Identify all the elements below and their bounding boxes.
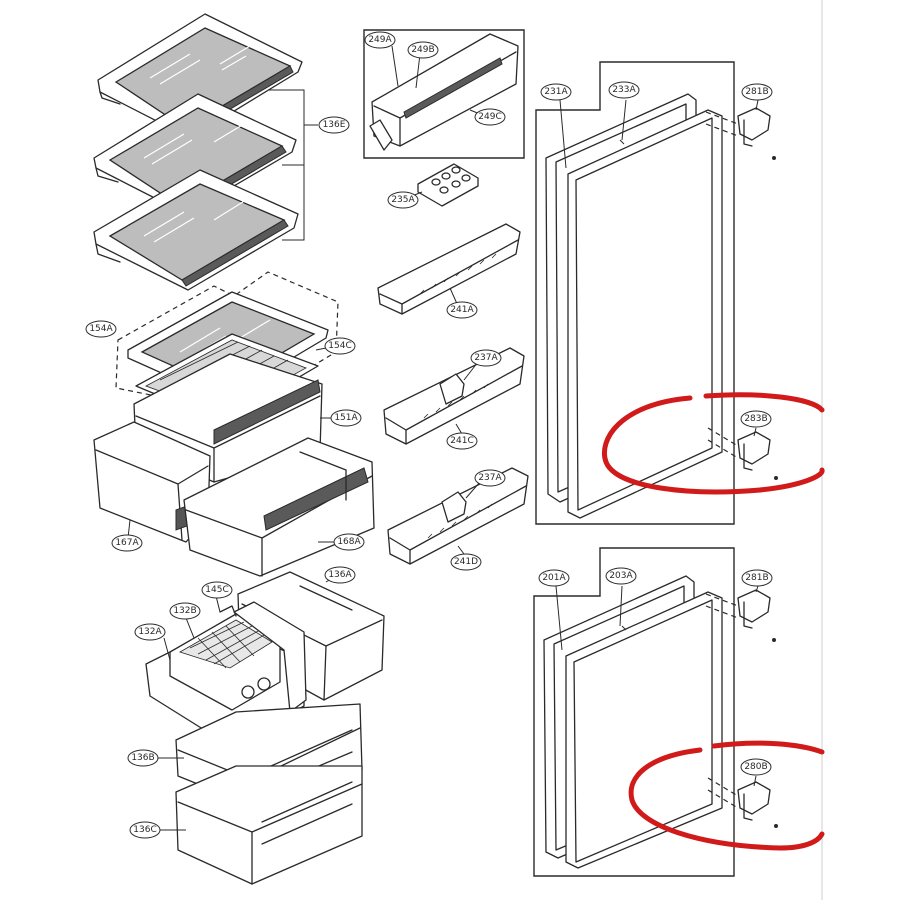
freezer-drawer-136C — [158, 765, 363, 885]
glass-shelf-assembly-136E — [93, 13, 318, 291]
highlight-circle-lower-hinge-top — [711, 740, 825, 755]
callout-201A: 201A — [538, 569, 570, 587]
callout-237A-label: 237A — [474, 353, 498, 363]
callout-249C: 249C — [474, 108, 506, 126]
callout-283B-label: 283B — [744, 414, 767, 424]
callout-132B: 132B — [169, 602, 201, 620]
egg-tray-235A — [411, 163, 479, 207]
leader-136E — [268, 89, 318, 241]
door-231A-frame — [535, 61, 735, 525]
callout-136A-label: 136A — [328, 570, 352, 580]
ice-auger-145C — [233, 601, 307, 713]
callout-154C: 154C — [324, 337, 356, 355]
callout-283B: 283B — [740, 410, 772, 428]
callout-249B-label: 249B — [411, 45, 434, 55]
door-bin-241D — [387, 467, 529, 565]
refrigerator-door-231A — [535, 61, 778, 525]
callout-154A-label: 154A — [89, 324, 113, 334]
door-201A-frame — [533, 547, 735, 877]
highlight-circle-upper-hinge — [602, 395, 825, 495]
glass-shelf-3 — [93, 169, 299, 291]
callout-231A: 231A — [540, 83, 572, 101]
callout-168A-label: 168A — [337, 537, 361, 547]
callout-241A: 241A — [446, 301, 478, 319]
callout-235A: 235A — [387, 191, 419, 209]
callout-136C-label: 136C — [133, 825, 156, 835]
door-bin-241C — [383, 347, 525, 445]
callout-145C-label: 145C — [205, 585, 228, 595]
callout-249A: 249A — [364, 31, 396, 49]
callout-281B-label: 281B — [745, 87, 768, 97]
callout-136E-label: 136E — [323, 120, 346, 130]
callout-249B: 249B — [407, 41, 439, 59]
hinge-280B — [737, 781, 771, 815]
callout-168A: 168A — [333, 533, 365, 551]
door-panel-201A — [565, 591, 723, 869]
callout-132B-label: 132B — [173, 606, 196, 616]
callout-201A-label: 201A — [542, 573, 566, 583]
callout-167A: 167A — [111, 534, 143, 552]
callout-281B-lower: 281B — [741, 569, 773, 587]
callout-237A-lower: 237A — [474, 469, 506, 487]
drawer-168A — [183, 437, 375, 577]
highlight-circle-lower-hinge — [628, 747, 825, 851]
callout-249A-label: 249A — [368, 35, 392, 45]
callout-280B: 280B — [740, 758, 772, 776]
hinge-283B — [737, 431, 771, 465]
callout-136B-label: 136B — [131, 753, 154, 763]
callout-231A-label: 231A — [544, 87, 568, 97]
hinge-281B — [737, 107, 771, 141]
door-panel-231A — [567, 109, 723, 519]
callout-280B-label: 280B — [744, 762, 767, 772]
callout-237A: 237A — [470, 349, 502, 367]
callout-136C: 136C — [129, 821, 161, 839]
bin-divider-237A-lower — [441, 491, 467, 523]
callout-136E: 136E — [318, 116, 350, 134]
door-bin-249A-frame — [363, 29, 525, 159]
glass-shelf-2 — [93, 93, 297, 215]
callout-154A: 154A — [85, 320, 117, 338]
callout-154C-label: 154C — [328, 341, 351, 351]
door-bin-241A — [377, 223, 521, 315]
callout-233A-label: 233A — [612, 85, 636, 95]
callout-233A: 233A — [608, 81, 640, 99]
callout-281B-lower-label: 281B — [745, 573, 768, 583]
callout-136A: 136A — [324, 566, 356, 584]
callout-136B: 136B — [127, 749, 159, 767]
callout-145C: 145C — [201, 581, 233, 599]
callout-281B: 281B — [741, 83, 773, 101]
callout-241C: 241C — [446, 432, 478, 450]
callout-132A-label: 132A — [138, 627, 162, 637]
callout-203A: 203A — [605, 567, 637, 585]
callout-167A-label: 167A — [115, 538, 139, 548]
highlight-circle-upper-hinge-top — [703, 392, 825, 413]
callout-249C-label: 249C — [478, 112, 501, 122]
callout-203A-label: 203A — [609, 571, 633, 581]
door-bin-assembly-249A — [363, 29, 525, 159]
callout-151A-label: 151A — [334, 413, 358, 423]
callout-241A-label: 241A — [450, 305, 474, 315]
freezer-door-201A — [533, 547, 778, 877]
callout-237A-lower-label: 237A — [478, 473, 502, 483]
callout-235A-label: 235A — [391, 195, 415, 205]
callout-132A: 132A — [134, 623, 166, 641]
callout-241D-label: 241D — [454, 557, 478, 567]
callout-241C-label: 241C — [450, 436, 473, 446]
hinge-281B-lower — [737, 589, 771, 623]
callout-241D: 241D — [450, 553, 482, 571]
callout-151A: 151A — [330, 409, 362, 427]
bin-divider-237A — [439, 373, 465, 405]
